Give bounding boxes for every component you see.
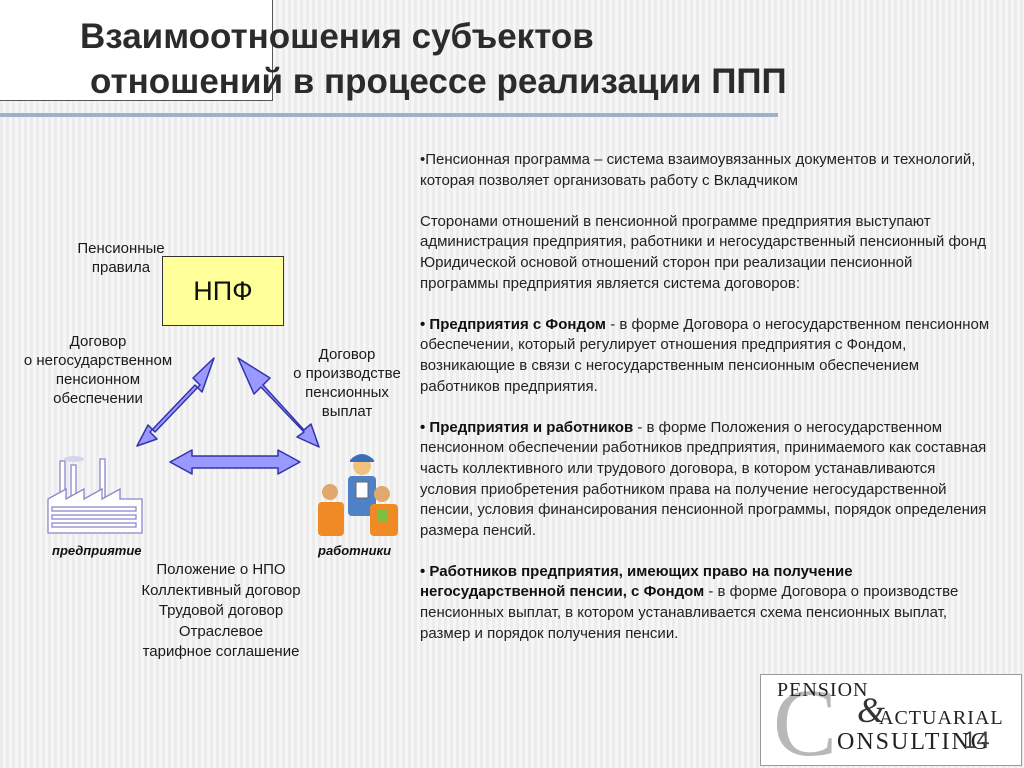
logo-letter-c: C xyxy=(773,674,838,766)
intro-paragraph: •Пенсионная программа – система взаимоув… xyxy=(420,151,976,189)
pension-actuarial-consulting-logo: C PENSION & ACTUARIAL ONSULTING 14 xyxy=(760,674,1022,766)
document-item: Коллективный договор xyxy=(141,581,301,599)
label-line: пенсионных xyxy=(305,384,389,401)
page-number: 14 xyxy=(963,727,990,754)
document-item: Трудовой договор xyxy=(158,602,284,619)
page-title: Взаимоотношения субъектов отношений в пр… xyxy=(80,14,980,104)
document-item: тарифное соглашение xyxy=(142,643,300,660)
parties-paragraph: Сторонами отношений в пенсионной програм… xyxy=(420,212,987,251)
relationship-arrows xyxy=(136,357,320,475)
bullet-enterprise-fund: • Предприятия с Фондом - в форме Договор… xyxy=(420,315,990,397)
bullet-heading: • Предприятия с Фондом xyxy=(420,315,607,333)
label-pension-rules: Пенсионные правила xyxy=(66,239,176,277)
label-line: Пенсионные xyxy=(77,240,165,257)
label-line: обеспечении xyxy=(53,390,143,407)
logo-actuarial: ACTUARIAL xyxy=(879,707,1004,729)
label-line: выплат xyxy=(321,403,373,420)
legal-basis-paragraph: Юридической основой отношений сторон при… xyxy=(420,253,913,292)
label-line: пенсионном xyxy=(55,371,141,388)
bullet-enterprise-workers: • Предприятия и работников - в форме Пол… xyxy=(420,418,990,542)
caption-workers: работники xyxy=(318,543,392,558)
logo-pension: PENSION xyxy=(777,679,869,701)
label-line: правила xyxy=(91,259,151,276)
npf-box: НПФ xyxy=(162,256,284,326)
label-npo-contract: Договор о негосударственном пенсионном о… xyxy=(10,332,186,408)
bottom-documents-list: Положение о НПО Коллективный договор Тру… xyxy=(116,560,326,663)
arrow-right-diagonal xyxy=(237,357,320,448)
bullet-workers-fund: • Работников предприятия, имеющих право … xyxy=(420,562,990,644)
logo-ampersand: & xyxy=(857,690,886,730)
workers-icon xyxy=(318,454,398,536)
description-text: •Пенсионная программа – система взаимоув… xyxy=(420,150,990,644)
bullet-body: - в форме Положения о негосударственном … xyxy=(420,418,987,539)
bullet-heading: • Работников предприятия, имеющих право … xyxy=(420,562,853,601)
arrow-horizontal xyxy=(169,449,301,475)
bullet-body: - в форме Договора о негосударственном п… xyxy=(420,315,990,395)
label-line: Договор xyxy=(318,346,376,363)
label-line: Договор xyxy=(69,333,127,350)
label-payout-contract: Договор о производстве пенсионных выплат xyxy=(282,345,412,421)
title-underline xyxy=(0,113,778,117)
arrow-left-diagonal xyxy=(136,357,215,447)
title-line-2: отношений в процессе реализации ППП xyxy=(90,62,787,101)
factory-icon xyxy=(47,456,143,534)
label-line: о производстве xyxy=(293,365,401,382)
title-line-1: Взаимоотношения субъектов xyxy=(80,17,594,56)
label-line: о негосударственном xyxy=(23,352,173,369)
document-item: Положение о НПО xyxy=(156,561,286,578)
bullet-body: - в форме Договора о производстве пенсио… xyxy=(420,583,959,642)
caption-enterprise: предприятие xyxy=(52,543,142,558)
bullet-heading: • Предприятия и работников xyxy=(420,418,634,436)
title-frame xyxy=(0,0,273,101)
document-item: Отраслевое xyxy=(178,622,264,640)
logo-consulting: ONSULTING xyxy=(837,729,991,755)
